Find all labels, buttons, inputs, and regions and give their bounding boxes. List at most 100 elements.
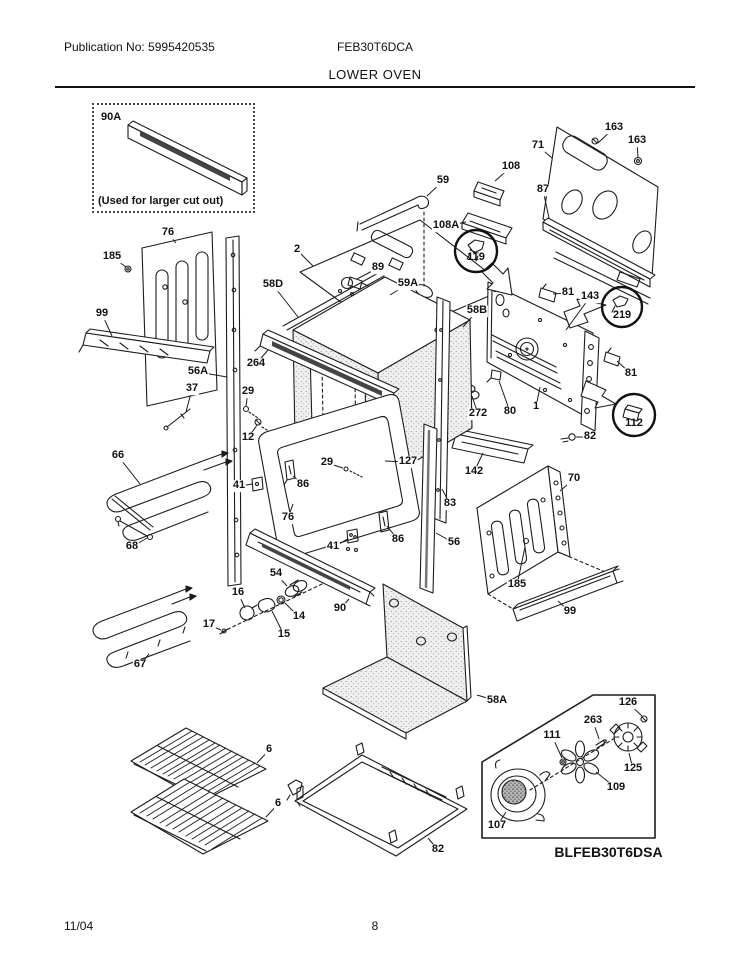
part-label-107: 107 (486, 819, 508, 832)
blower-box-drawing (481, 694, 656, 839)
part-label-56: 56 (446, 536, 462, 549)
header-rule (55, 86, 695, 88)
bracket-58a-drawing (322, 583, 472, 740)
part-label-41: 41 (325, 540, 341, 553)
part-label-12: 12 (240, 431, 256, 444)
part-label-185: 185 (506, 578, 528, 591)
part-label-14: 14 (291, 610, 307, 623)
part-label-99: 99 (94, 307, 110, 320)
part-label-17: 17 (201, 618, 217, 631)
part-label-82: 82 (430, 843, 446, 856)
part-label-143: 143 (579, 290, 601, 303)
rail-99-left-drawing (78, 328, 215, 364)
bracket-108-drawing (473, 181, 505, 207)
channel-56-drawing (419, 423, 438, 594)
part-label-16: 16 (230, 586, 246, 599)
part-label-185: 185 (101, 250, 123, 263)
small-parts-right-drawing (451, 283, 621, 464)
part-label-83: 83 (442, 497, 458, 510)
part-label-219: 219 (612, 309, 632, 322)
part-label-89: 89 (370, 261, 386, 274)
seal-264-drawing (254, 329, 400, 406)
part-label-71: 71 (530, 139, 546, 152)
part-label-109: 109 (605, 781, 627, 794)
part-label-58A: 58A (485, 694, 509, 707)
rail-87-drawing (542, 217, 656, 305)
part-label-99: 99 (562, 605, 578, 618)
part-label-59A: 59A (396, 277, 420, 290)
part-label-37: 37 (184, 382, 200, 395)
part-label-81: 81 (560, 286, 576, 299)
model-number: FEB30T6DCA (336, 40, 414, 54)
part-label-6: 6 (273, 797, 283, 810)
part-label-2: 2 (292, 243, 302, 256)
motor-125 (609, 722, 648, 753)
part-label-54: 54 (268, 567, 284, 580)
part-label-76: 76 (280, 511, 296, 524)
rail-99-right-drawing (512, 565, 624, 622)
broil-element-66-drawing (106, 450, 233, 542)
part-label-58B: 58B (465, 304, 489, 317)
side-panel-70-drawing (476, 465, 611, 610)
part-label-41: 41 (231, 479, 247, 492)
part-label-29: 29 (319, 456, 335, 469)
part-label-80: 80 (502, 405, 518, 418)
part-label-112: 112 (625, 417, 643, 430)
part-label-126: 126 (617, 696, 639, 709)
door-frame-76-drawing (251, 394, 420, 560)
part-label-68: 68 (124, 540, 140, 553)
inset-note: (Used for larger cut out) (98, 195, 224, 207)
part-label-264: 264 (245, 357, 267, 370)
bake-element-67-drawing (92, 585, 197, 669)
part-label-111: 111 (542, 729, 562, 742)
part-label-119: 119 (467, 251, 485, 264)
section-title: LOWER OVEN (328, 67, 422, 82)
part-label-56A: 56A (186, 365, 210, 378)
light-assembly-drawing (219, 579, 323, 635)
bracket-108a-drawing (461, 212, 513, 245)
part-label-86: 86 (390, 533, 406, 546)
part-label-66: 66 (110, 449, 126, 462)
part-label-90: 90 (332, 602, 348, 615)
part-label-15: 15 (276, 628, 292, 641)
part-label-81: 81 (623, 367, 639, 380)
publication-number: Publication No: 5995420535 (64, 40, 215, 54)
part-label-263: 263 (582, 714, 604, 727)
inset-box-90a: 90A (Used for larger cut out) (92, 103, 255, 213)
part-label-87: 87 (535, 183, 551, 196)
part-label-70: 70 (566, 472, 582, 485)
part-label-272: 272 (467, 407, 489, 420)
part-label-142: 142 (463, 465, 485, 478)
part-label-29: 29 (240, 385, 256, 398)
vent-duct-59-drawing (356, 195, 430, 287)
rail-90-drawing (245, 528, 376, 607)
part-label-59: 59 (435, 174, 451, 187)
trim-90a-drawing (127, 120, 248, 196)
bottom-pan-82-drawing (294, 742, 468, 857)
fan-blade-109 (560, 740, 600, 784)
callout-arrows (481, 262, 617, 409)
part-label-125: 125 (622, 762, 644, 775)
part-label-76: 76 (160, 226, 176, 239)
inset-part-label: 90A (101, 111, 122, 123)
part-label-6: 6 (264, 743, 274, 756)
part-label-163: 163 (603, 121, 625, 134)
page-number: 8 (371, 919, 379, 933)
variant-model-label: BLFEB30T6DSA (554, 844, 663, 860)
date-code: 11/04 (64, 919, 94, 933)
part-label-108A: 108A (431, 219, 461, 232)
part-label-1: 1 (531, 400, 541, 413)
part-label-127: 127 (397, 455, 419, 468)
part-label-58D: 58D (261, 278, 285, 291)
oven-racks-drawing (130, 727, 303, 855)
part-label-108: 108 (500, 160, 522, 173)
part-label-163: 163 (626, 134, 648, 147)
part-label-67: 67 (132, 658, 148, 671)
part-label-86: 86 (295, 478, 311, 491)
part-label-82: 82 (582, 430, 598, 443)
channel-56a-drawing (225, 235, 242, 587)
channel-83-drawing (432, 296, 451, 524)
